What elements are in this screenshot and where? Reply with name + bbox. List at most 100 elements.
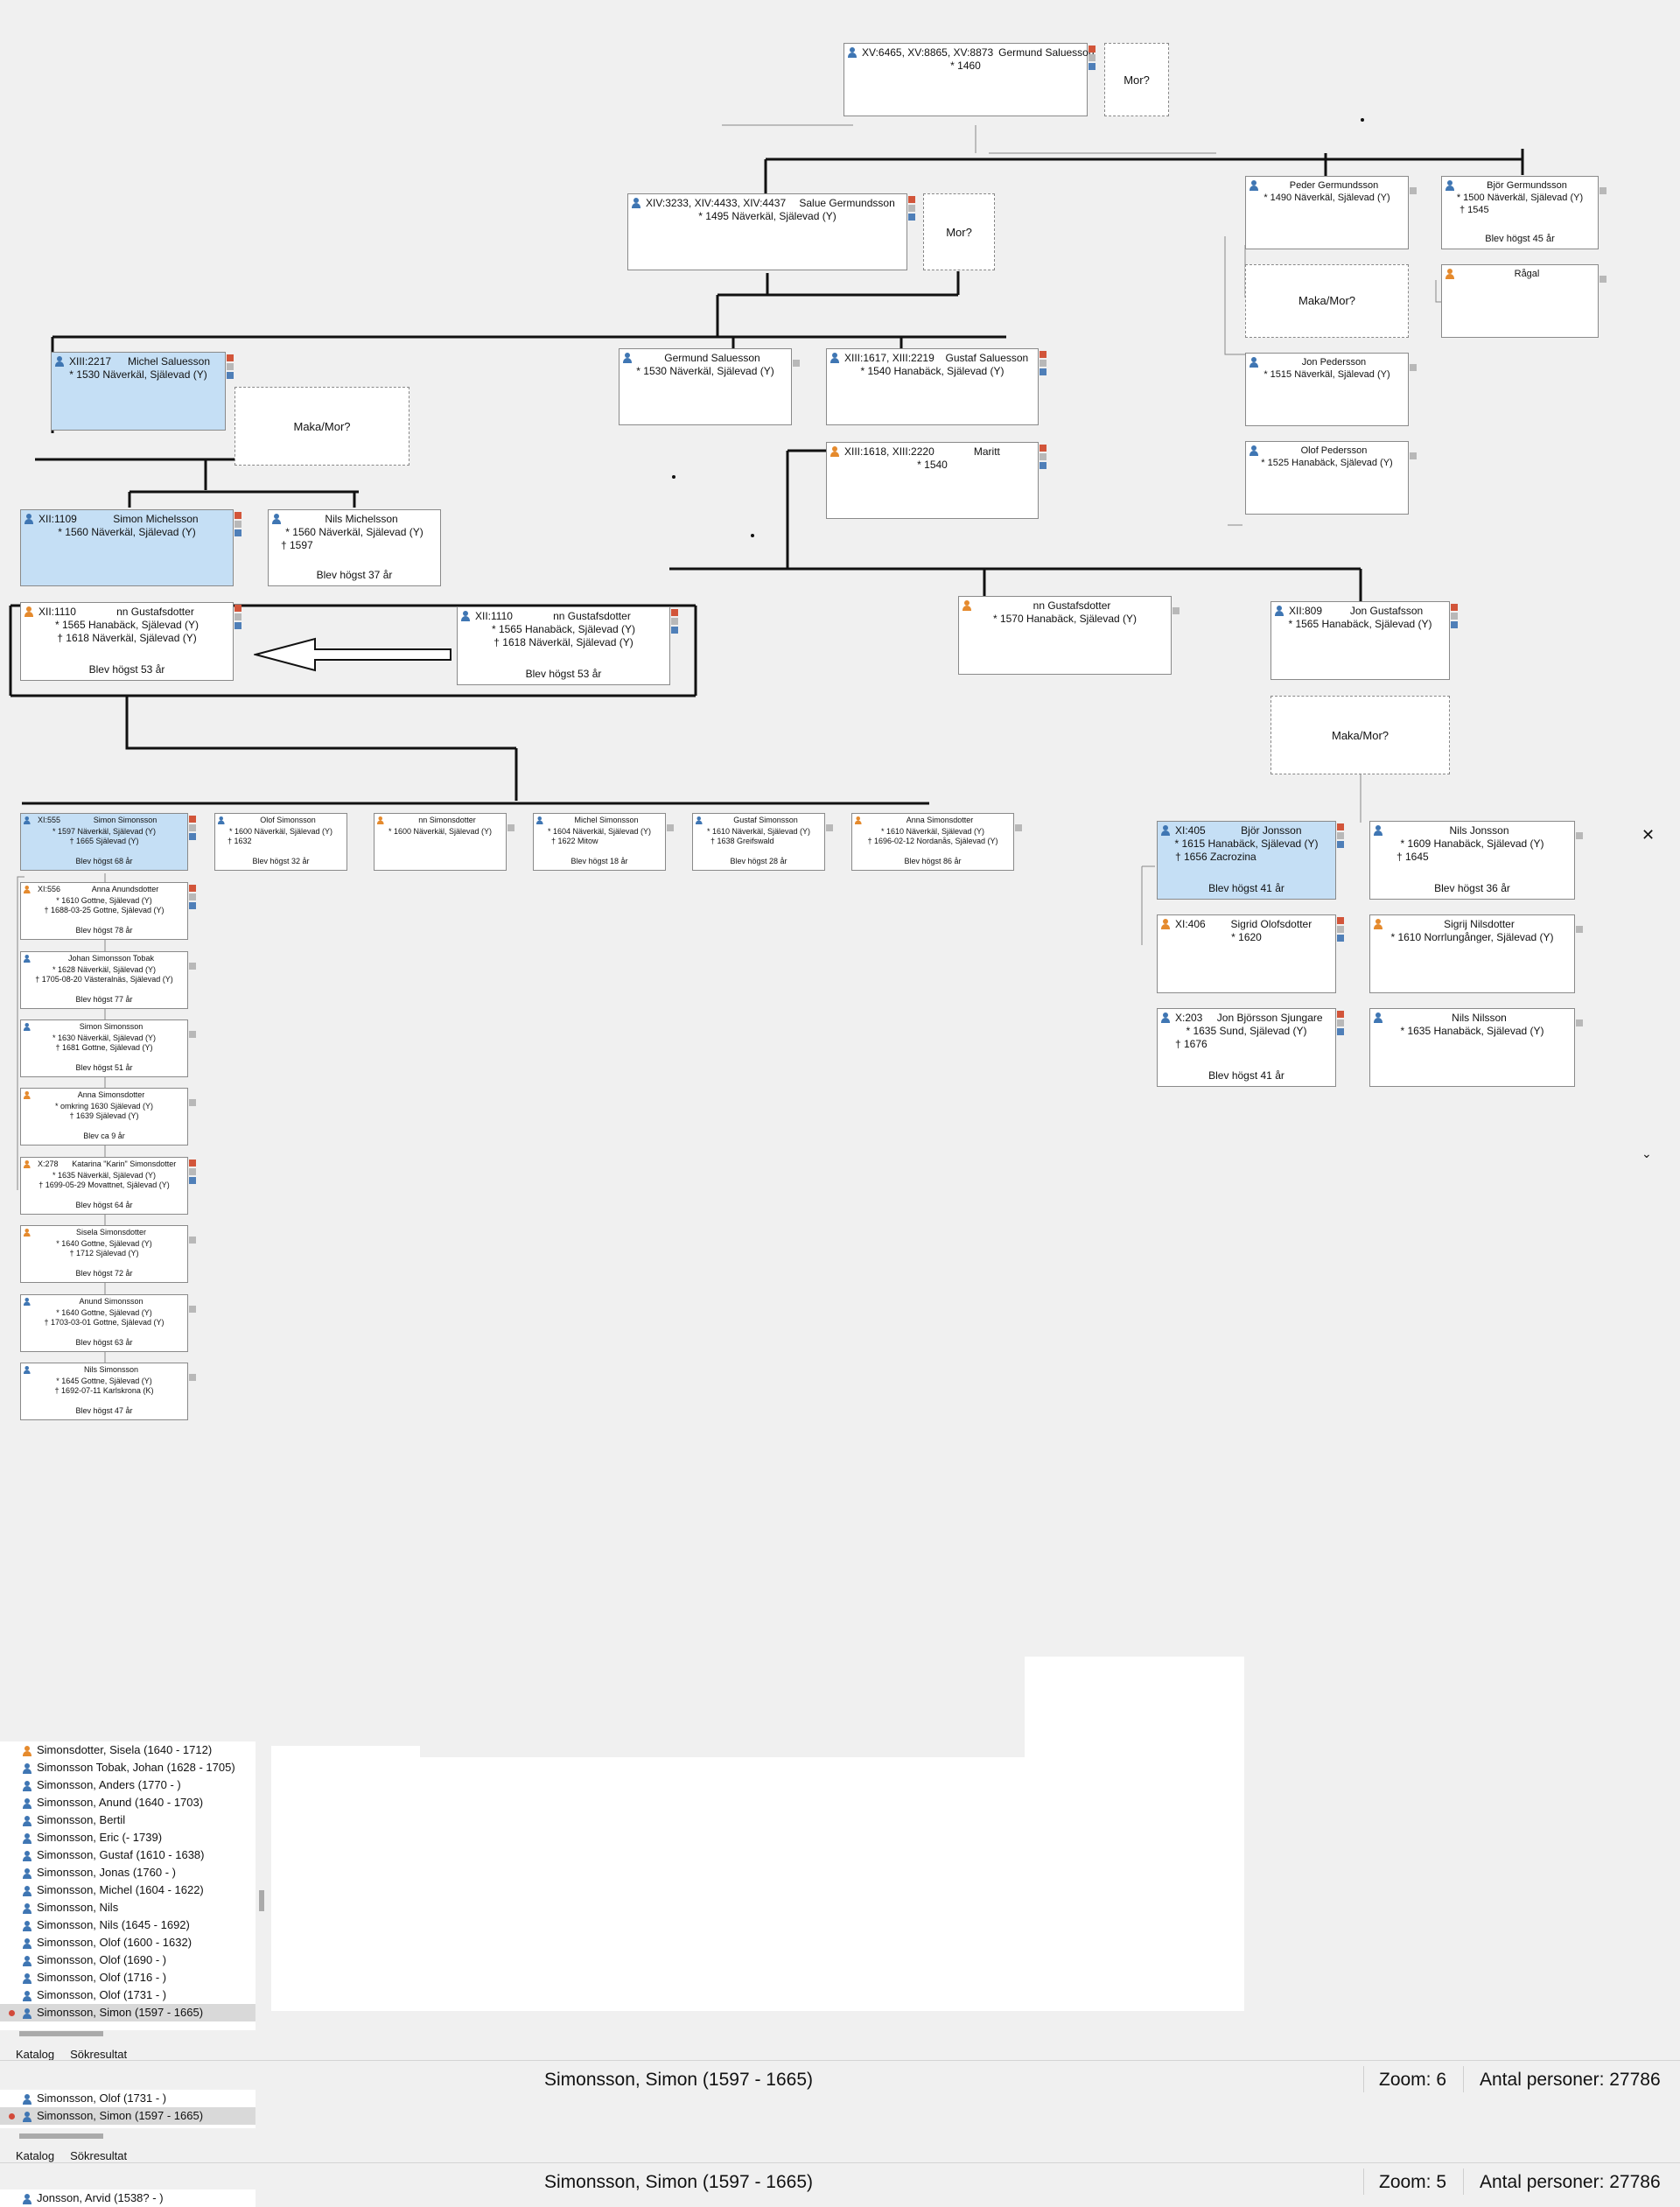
list-item[interactable]: Simonsson, Gustaf (1610 - 1638) — [0, 1846, 256, 1864]
list-item[interactable]: Simonsson, Olof (1731 - ) — [0, 1986, 256, 2004]
close-icon[interactable]: ✕ — [1642, 826, 1656, 844]
flag-icon — [189, 1177, 196, 1184]
person-card-nn-simonsdotter[interactable]: nn Simonsdotter * 1600 Näverkäl, Själeva… — [374, 813, 514, 871]
list-item[interactable]: Simonsson, Bertil — [0, 1811, 256, 1829]
horizontal-scrollbar[interactable] — [19, 2031, 103, 2036]
list-item[interactable]: Simonsson, Anund (1640 - 1703) — [0, 1794, 256, 1811]
flag-icon — [826, 824, 833, 831]
flag-icon — [508, 824, 514, 831]
person-card-peder[interactable]: Peder Germundsson * 1490 Näverkäl, Själe… — [1245, 176, 1417, 249]
person-card-simon-simonsson-1630[interactable]: Simon Simonsson * 1630 Näverkäl, Själeva… — [20, 1019, 196, 1077]
list-item[interactable]: Simonsson, Olof (1600 - 1632) — [0, 1934, 256, 1951]
flag-icon — [1451, 621, 1458, 628]
chevron-down-icon[interactable]: ⌄ — [1642, 1146, 1652, 1160]
person-card-bjor-germundsson[interactable]: Björ Germundsson * 1500 Näverkäl, Själev… — [1441, 176, 1606, 249]
flag-icon — [1088, 46, 1096, 53]
person-card-nils-jonsson[interactable]: Nils Jonsson * 1609 Hanabäck, Själevad (… — [1369, 821, 1583, 900]
male-icon — [23, 1780, 32, 1791]
list-item[interactable]: Simonsson, Nils — [0, 1899, 256, 1916]
male-icon — [23, 2193, 32, 2204]
male-icon — [696, 816, 703, 824]
person-list[interactable]: Jonsson, Arvid (1538? - ) — [0, 2189, 256, 2207]
list-item[interactable]: Simonsson, Michel (1604 - 1622) — [0, 1881, 256, 1899]
male-icon — [23, 1832, 32, 1844]
person-card-michel-simonsson[interactable]: Michel Simonsson * 1604 Näverkäl, Själev… — [533, 813, 674, 871]
list-item[interactable]: Simonsson, Nils (1645 - 1692) — [0, 1916, 256, 1934]
list-item[interactable]: Simonsson, Olof (1716 - ) — [0, 1969, 256, 1986]
flag-icon — [1600, 276, 1606, 283]
list-item-label: Simonsson, Bertil — [37, 1813, 126, 1826]
person-card-sigrij-nilsdotter[interactable]: Sigrij Nilsdotter * 1610 Norrlungånger, … — [1369, 914, 1583, 993]
person-card-olof-pedersson[interactable]: Olof Pedersson * 1525 Hanabäck, Själevad… — [1245, 441, 1417, 515]
person-card-nils-simonsson[interactable]: Nils Simonsson * 1645 Gottne, Själevad (… — [20, 1363, 196, 1420]
person-card-jon-pedersson[interactable]: Jon Pedersson * 1515 Näverkäl, Själevad … — [1245, 353, 1417, 426]
list-item[interactable]: Simonsson Tobak, Johan (1628 - 1705) — [0, 1759, 256, 1776]
list-item[interactable]: Simonsson, Eric (- 1739) — [0, 1829, 256, 1846]
person-card-nn-gustafsdotter-1570[interactable]: nn Gustafsdotter * 1570 Hanabäck, Själev… — [958, 596, 1180, 675]
unknown-spouse-card[interactable]: Maka/Mor? — [1270, 696, 1450, 774]
male-icon — [23, 1902, 32, 1914]
flag-icon — [189, 893, 196, 900]
person-card-ragal[interactable]: Rågal — [1441, 264, 1606, 338]
flag-icon — [1337, 1028, 1344, 1035]
person-card-olof-simonsson[interactable]: Olof Simonsson * 1600 Näverkäl, Själevad… — [214, 813, 347, 871]
person-card-anund-simonsson[interactable]: Anund Simonsson * 1640 Gottne, Själevad … — [20, 1294, 196, 1352]
list-item[interactable]: Jonsson, Arvid (1538? - ) — [0, 2189, 256, 2207]
unknown-spouse-card[interactable]: Maka/Mor? — [234, 387, 410, 466]
tab-search-results[interactable]: Sökresultat — [70, 2048, 128, 2061]
list-item[interactable]: Simonsson, Anders (1770 - ) — [0, 1776, 256, 1794]
tab-catalog[interactable]: Katalog — [16, 2048, 55, 2061]
unknown-mother-card[interactable]: Mor? — [1104, 43, 1169, 116]
vertical-scrollbar[interactable] — [259, 1890, 264, 1911]
list-item[interactable]: Simonsson, Olof (1690 - ) — [0, 1951, 256, 1969]
tab-catalog[interactable]: Katalog — [16, 2149, 55, 2162]
tab-search-results[interactable]: Sökresultat — [70, 2149, 128, 2162]
flag-icon — [1040, 360, 1046, 367]
list-item[interactable]: Simonsson, Jonas (1760 - ) — [0, 1864, 256, 1881]
female-icon — [1161, 919, 1170, 929]
unknown-spouse-card[interactable]: Maka/Mor? — [1245, 264, 1409, 338]
person-card-anna-simonsdotter-1630[interactable]: Anna Simonsdotter * omkring 1630 Själeva… — [20, 1088, 196, 1146]
male-icon — [1374, 1012, 1382, 1023]
list-item[interactable]: Simonsson, Simon (1597 - 1665) — [0, 2107, 256, 2125]
person-card-anna-simonsdotter-1610[interactable]: Anna Simonsdotter * 1610 Näverkäl, Själe… — [851, 813, 1022, 871]
person-card-johan-simonsson-tobak[interactable]: Johan Simonsson Tobak * 1628 Näverkäl, S… — [20, 951, 196, 1009]
list-item[interactable]: Simonsson, Olof (1731 - ) — [0, 2090, 256, 2107]
list-item[interactable]: Simonsdotter, Sisela (1640 - 1712) — [0, 1741, 256, 1759]
male-icon — [1250, 445, 1258, 456]
current-person: Simonsson, Simon (1597 - 1665) — [544, 2070, 813, 2090]
male-icon — [24, 1023, 31, 1031]
person-card-nils-nilsson[interactable]: Nils Nilsson * 1635 Hanabäck, Själevad (… — [1369, 1008, 1583, 1087]
person-list[interactable]: Simonsdotter, Sisela (1640 - 1712)Simons… — [0, 1741, 256, 2030]
flag-icon — [189, 1168, 196, 1175]
blank-panel — [271, 1757, 1244, 2011]
unknown-mother-card[interactable]: Mor? — [923, 193, 995, 270]
horizontal-scrollbar[interactable] — [19, 2133, 103, 2139]
list-item-label: Simonsson, Anders (1770 - ) — [37, 1778, 181, 1791]
person-card-sisela-simonsdotter[interactable]: Sisela Simonsdotter * 1640 Gottne, Själe… — [20, 1225, 196, 1283]
list-item[interactable]: Simonsson, Simon (1597 - 1665) — [0, 2004, 256, 2021]
person-card-nils-michelsson[interactable]: Nils Michelsson * 1560 Näverkäl, Själeva… — [268, 509, 441, 586]
flag-icon — [1337, 823, 1344, 830]
person-list[interactable]: Simonsson, Olof (1731 - )Simonsson, Simo… — [0, 2090, 256, 2128]
flag-icon — [189, 824, 196, 831]
person-card-gustaf-simonsson[interactable]: Gustaf Simonsson * 1610 Näverkäl, Själev… — [692, 813, 833, 871]
female-icon — [24, 606, 33, 617]
person-card-germund-1530[interactable]: Germund Saluesson * 1530 Näverkäl, Själe… — [619, 348, 800, 425]
